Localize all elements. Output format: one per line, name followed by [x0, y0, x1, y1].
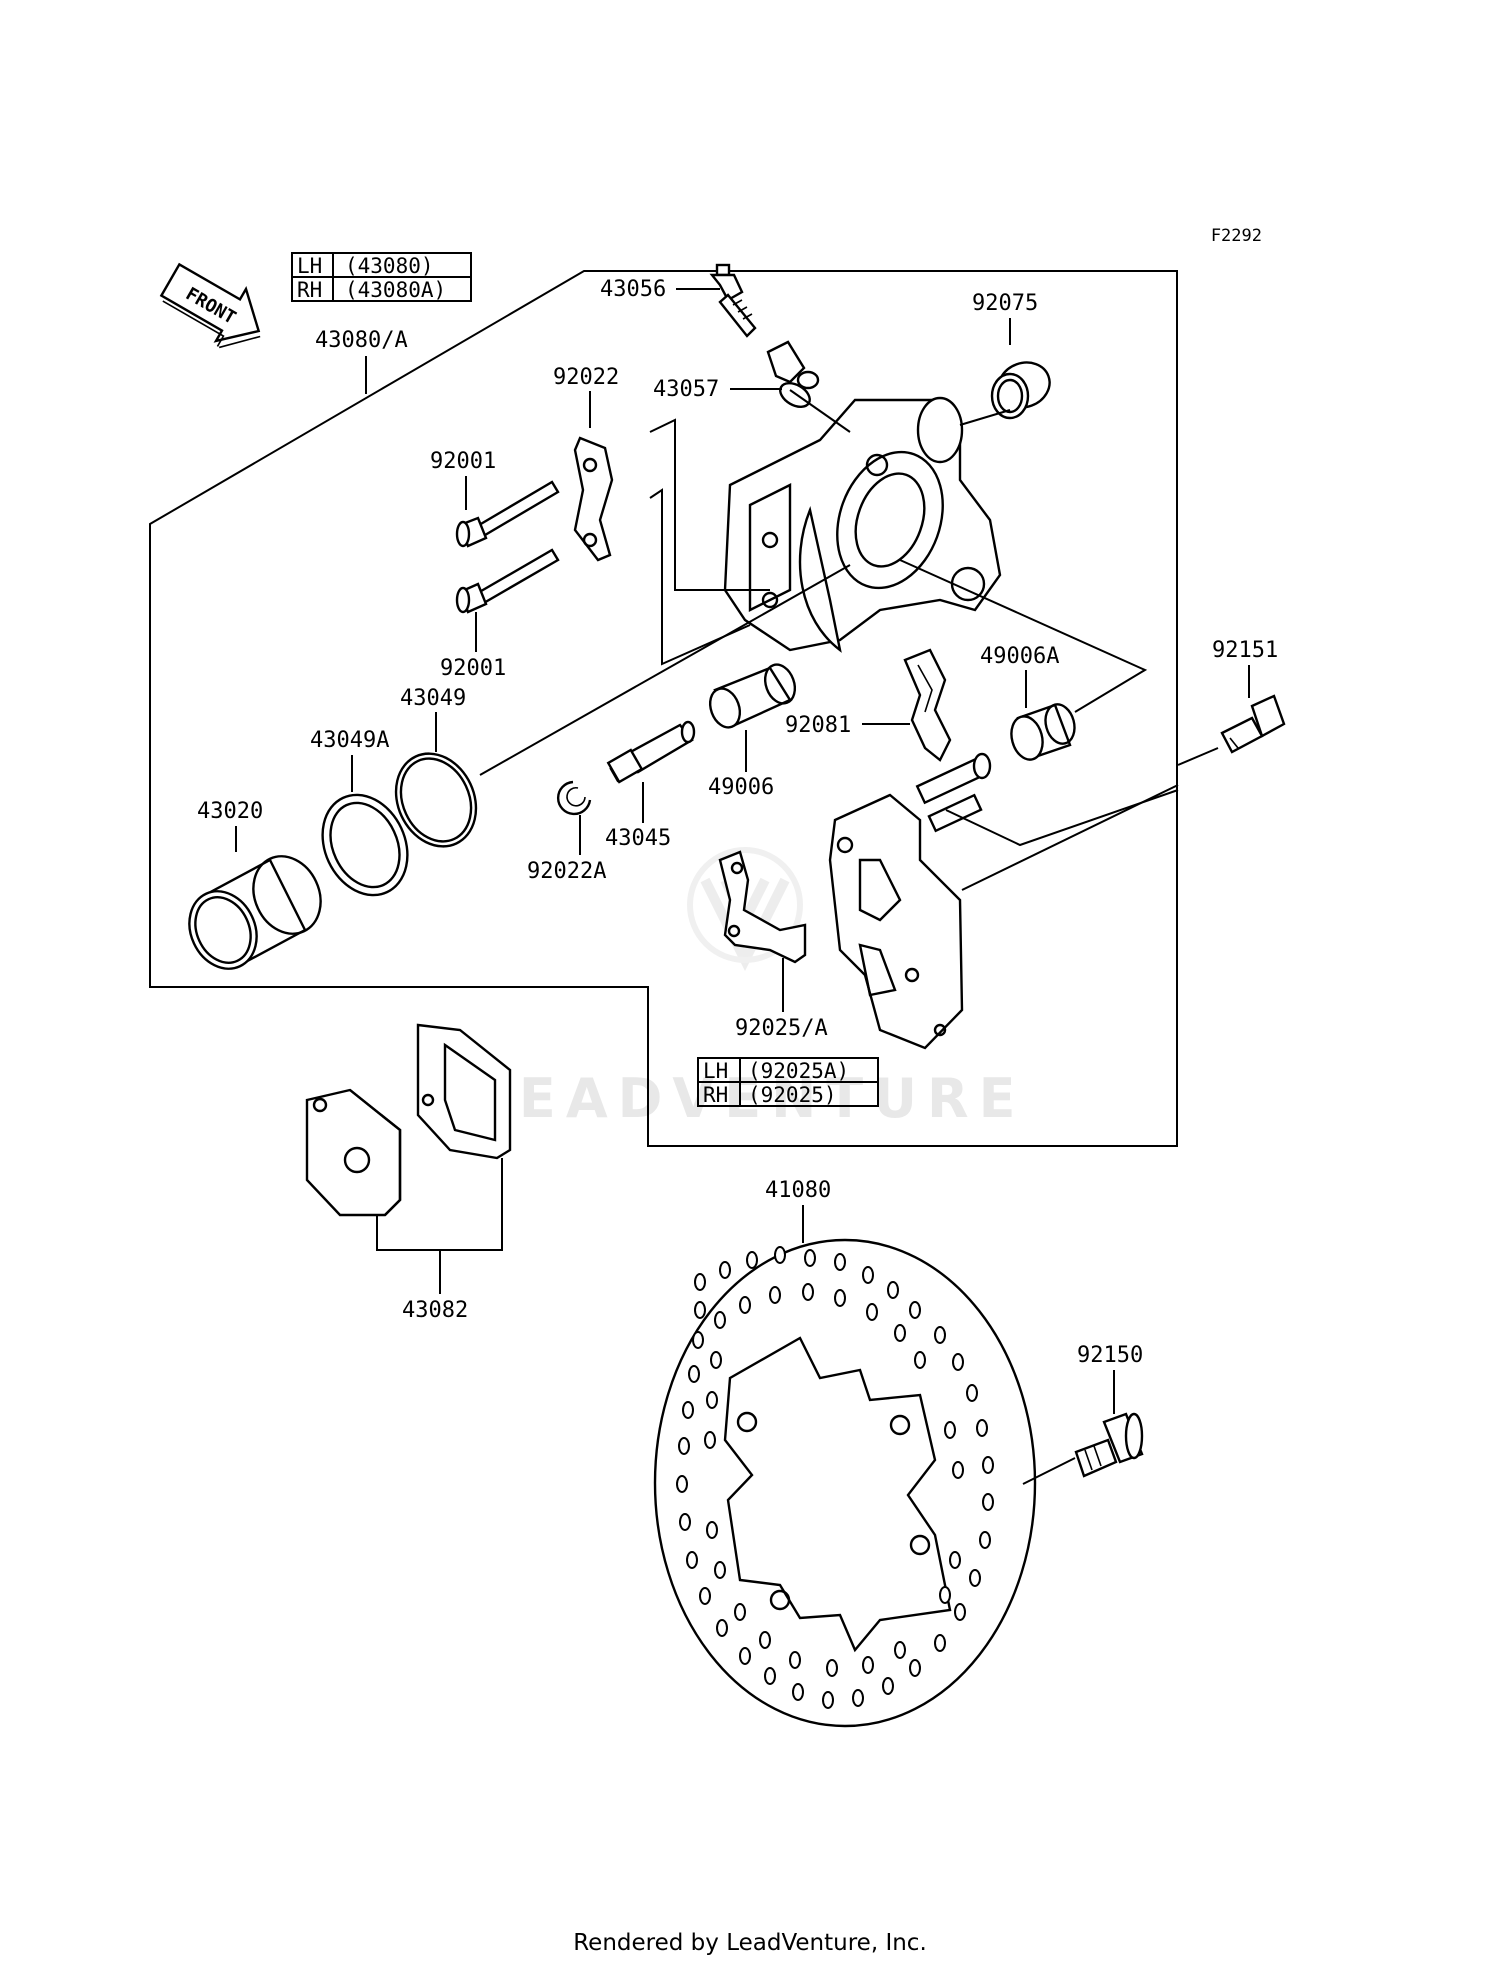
- label-49006a: 49006A: [980, 644, 1059, 669]
- label-92075: 92075: [972, 291, 1038, 316]
- brake-disc-icon: [653, 1238, 1037, 1728]
- pad-spring-plate-icon: [573, 436, 614, 562]
- footer-credit: Rendered by LeadVenture, Inc.: [573, 1930, 927, 1956]
- pin-boot-49006-icon: [708, 663, 797, 729]
- caliper-assembly-outline: [149, 270, 1178, 1147]
- bracket-bolt-92151-icon: [1220, 694, 1286, 754]
- label-92151: 92151: [1212, 638, 1278, 663]
- disc-holes: [676, 1246, 994, 1709]
- label-43049: 43049: [400, 686, 466, 711]
- seal-92075-icon: [990, 361, 1051, 420]
- piston-seal-43049-icon: [394, 752, 478, 848]
- dust-seal-43049a-icon: [321, 793, 409, 897]
- label-49006: 49006: [708, 775, 774, 800]
- slide-pin-43045-icon: [606, 720, 696, 784]
- label-43082: 43082: [402, 1298, 468, 1323]
- caliper-side-table: LH (43080) RH (43080A): [291, 252, 472, 302]
- caliper-bracket-icon: [828, 752, 992, 1050]
- figure-code: F2292: [1211, 226, 1262, 246]
- bleeder-valve-icon: [709, 263, 757, 338]
- watermark-text: LEADVENTURE: [475, 1067, 1026, 1130]
- caliper-body-icon: [723, 396, 1002, 653]
- retaining-ring-icon: [556, 780, 592, 816]
- label-43057: 43057: [653, 377, 719, 402]
- label-43056: 43056: [600, 277, 666, 302]
- label-92025a: 92025/A: [735, 1016, 828, 1041]
- bracket-table-lh: LH: [703, 1059, 728, 1083]
- pad-spring-92081-icon: [903, 648, 952, 762]
- bracket-table-rh-part: (92025): [748, 1083, 837, 1107]
- caliper-table-rh: RH: [297, 278, 322, 302]
- bracket-plate-92025-icon: [718, 850, 807, 964]
- bracket-table-lh-part: (92025A): [748, 1059, 849, 1083]
- caliper-bolt-lower-icon: [455, 548, 560, 614]
- caliper-table-rh-part: (43080A): [345, 278, 446, 302]
- caliper-bolt-upper-icon: [455, 480, 560, 548]
- label-43049a: 43049A: [310, 728, 389, 753]
- brake-pad-front-icon: [305, 1088, 402, 1217]
- bracket-side-table: LH (92025A) RH (92025): [697, 1057, 879, 1107]
- label-43020: 43020: [197, 799, 263, 824]
- bleeder-cap-icon: [766, 340, 820, 408]
- pin-boot-49006a-icon: [1010, 703, 1076, 761]
- label-43080a: 43080/A: [315, 328, 408, 353]
- caliper-table-lh: LH: [297, 254, 322, 278]
- disc-bolt-92150-icon: [1074, 1412, 1144, 1478]
- caliper-table-lh-part: (43080): [345, 254, 434, 278]
- front-arrow-icon: FRONT: [159, 262, 261, 349]
- piston-icon: [188, 855, 322, 970]
- label-92081: 92081: [785, 713, 851, 738]
- label-41080: 41080: [765, 1178, 831, 1203]
- brake-pad-rear-icon: [416, 1023, 512, 1160]
- label-92022: 92022: [553, 365, 619, 390]
- label-92022a: 92022A: [527, 859, 606, 884]
- label-92150: 92150: [1077, 1343, 1143, 1368]
- bracket-table-rh: RH: [703, 1083, 728, 1107]
- label-92001-lower: 92001: [440, 656, 506, 681]
- label-92001-upper: 92001: [430, 449, 496, 474]
- label-43045: 43045: [605, 826, 671, 851]
